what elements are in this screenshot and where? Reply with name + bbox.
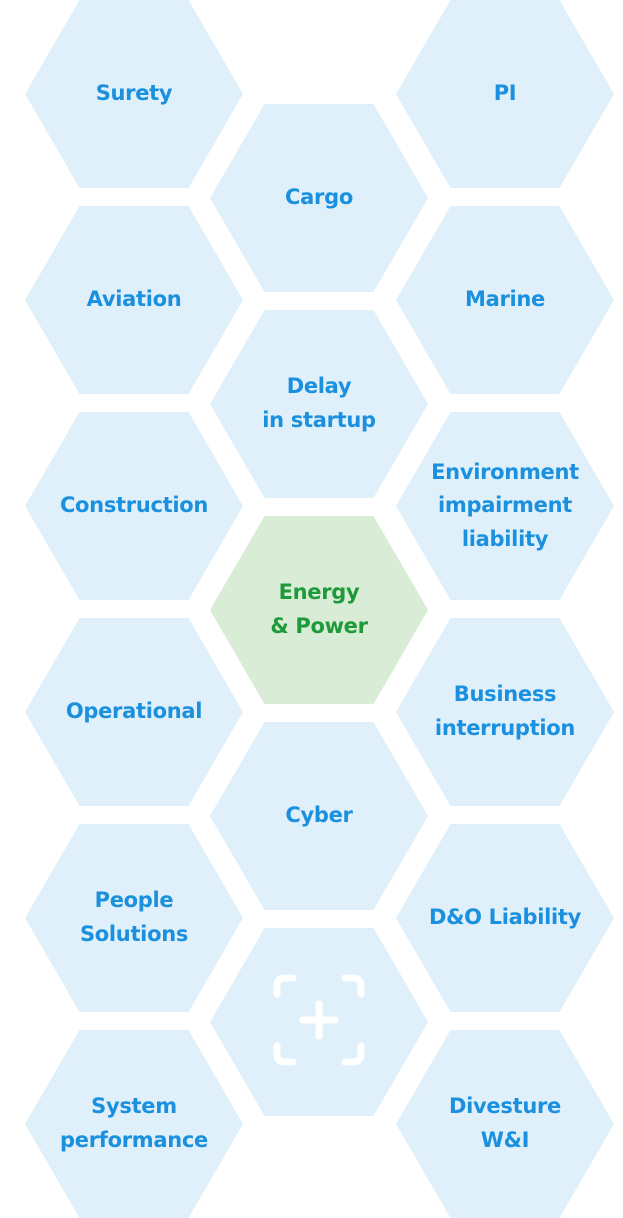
hex-do-liability[interactable]: D&O Liability (396, 824, 614, 1012)
hex-label: Cargo (285, 185, 353, 210)
hex-label: Divesture W&I (449, 1094, 561, 1152)
hex-cyber[interactable]: Cyber (210, 722, 428, 910)
hex-label: Energy & Power (270, 580, 368, 638)
hex-people-solutions[interactable]: People Solutions (25, 824, 243, 1012)
hex-label: PI (493, 81, 517, 106)
hex-surety[interactable]: Surety (25, 0, 243, 188)
hex-label: D&O Liability (428, 905, 582, 930)
hex-label: Marine (464, 287, 546, 312)
hex-cargo[interactable]: Cargo (210, 104, 428, 292)
hex-label: Business interruption (434, 682, 576, 740)
hex-label: People Solutions (79, 888, 189, 946)
hex-label: Operational (65, 699, 203, 724)
hex-energy-power[interactable]: Energy & Power (210, 516, 428, 704)
hex-business-interruption[interactable]: Business interruption (396, 618, 614, 806)
hex-environment-impairment-liability[interactable]: Environment impairment liability (396, 412, 614, 600)
hex-delay-in-startup[interactable]: Delay in startup (210, 310, 428, 498)
hex-label: Delay in startup (262, 374, 376, 432)
hex-label: Environment impairment liability (431, 459, 579, 551)
hex-label: System performance (60, 1094, 208, 1152)
hex-pi[interactable]: PI (396, 0, 614, 188)
hex-add-new[interactable] (210, 928, 428, 1116)
hex-system-performance[interactable]: System performance (25, 1030, 243, 1218)
hex-operational[interactable]: Operational (25, 618, 243, 806)
hex-divesture-wi[interactable]: Divesture W&I (396, 1030, 614, 1218)
hex-label: Cyber (285, 803, 353, 828)
hex-label: Construction (59, 493, 209, 518)
hex-marine[interactable]: Marine (396, 206, 614, 394)
hex-construction[interactable]: Construction (25, 412, 243, 600)
add-icon (271, 972, 367, 1072)
hex-label: Aviation (86, 287, 182, 312)
hex-aviation[interactable]: Aviation (25, 206, 243, 394)
hex-label: Surety (95, 81, 173, 106)
